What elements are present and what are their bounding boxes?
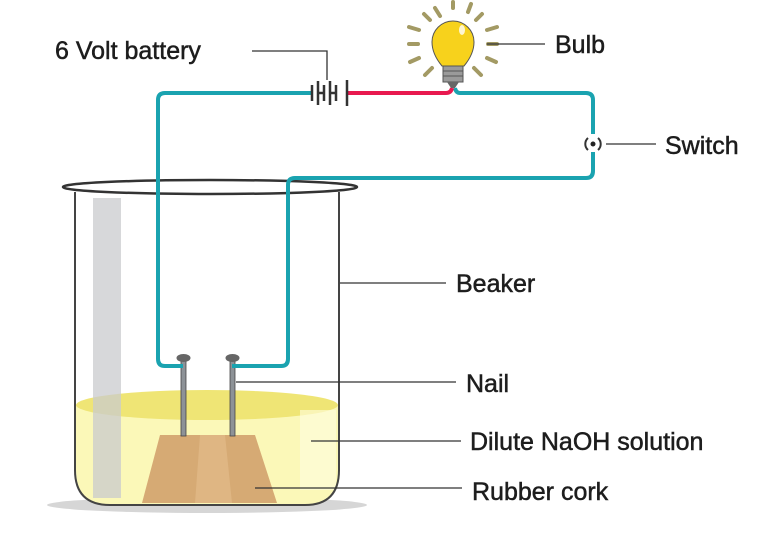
- positive-wire: [348, 87, 454, 95]
- solution-label: Dilute NaOH solution: [470, 428, 703, 456]
- battery-leader: [252, 50, 328, 80]
- wire-left: [156, 91, 312, 368]
- beaker-highlight: [93, 198, 121, 498]
- battery-label: 6 Volt battery: [55, 37, 201, 65]
- beaker-label: Beaker: [456, 270, 535, 298]
- nail-right: [225, 354, 240, 437]
- nail-left: [176, 354, 191, 437]
- bulb-icon: [407, 0, 499, 88]
- switch-icon: [584, 137, 602, 151]
- switch-label: Switch: [665, 132, 739, 160]
- cork-label: Rubber cork: [472, 478, 609, 506]
- nail-label: Nail: [466, 370, 509, 398]
- battery-icon: [310, 80, 349, 106]
- beaker: [61, 178, 359, 506]
- wire-right: [232, 152, 595, 368]
- wire-switch-bulb: [453, 87, 595, 134]
- bulb-label: Bulb: [555, 31, 605, 59]
